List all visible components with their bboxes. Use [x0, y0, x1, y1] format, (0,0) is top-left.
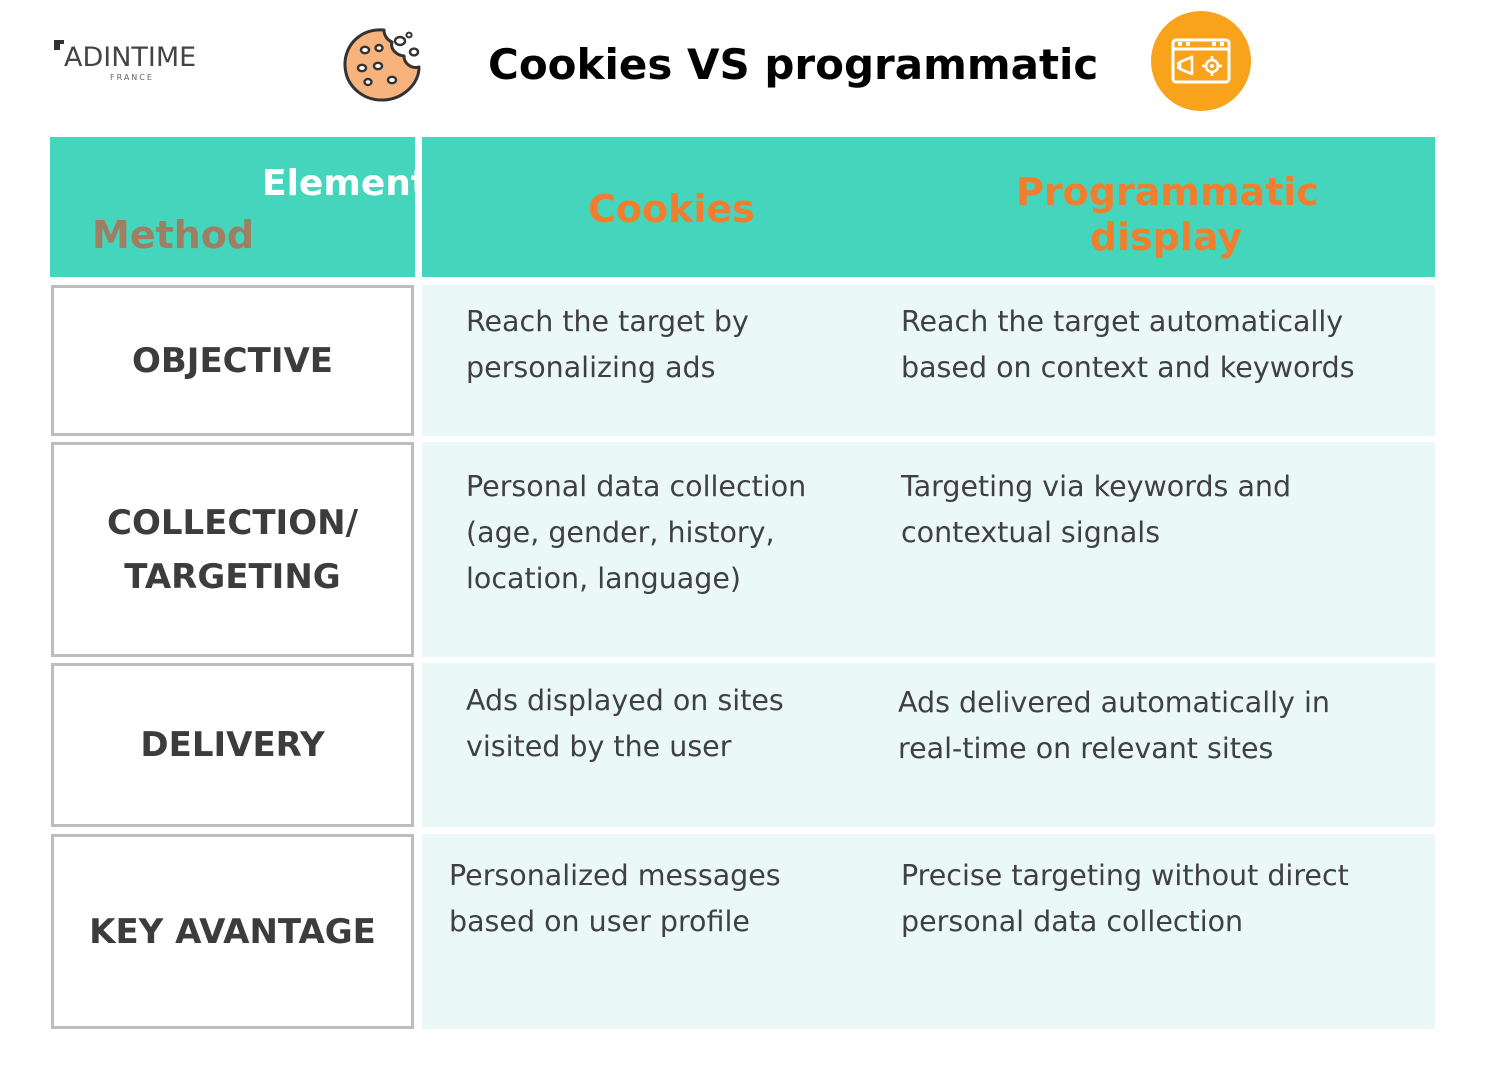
- programmatic-display-icon: [1151, 11, 1251, 111]
- row-label-key-avantage: KEY AVANTAGE: [51, 834, 414, 1029]
- row-label-text: KEY AVANTAGE: [89, 911, 376, 952]
- table-row: Reach the target by personalizing ads Re…: [422, 285, 1435, 436]
- logo-text: ADINTIME: [64, 42, 197, 73]
- programmatic-cell: Ads delivered automatically in real-time…: [898, 686, 1330, 765]
- header-element-label: Element: [262, 163, 429, 204]
- table-row: Personal data collection (age, gender, h…: [422, 442, 1435, 657]
- page-title: Cookies VS programmatic: [488, 40, 1099, 89]
- table-row: Ads displayed on sites visited by the us…: [422, 663, 1435, 827]
- programmatic-cell: Targeting via keywords and contextual si…: [901, 470, 1292, 549]
- cookie-icon: [343, 28, 421, 102]
- row-label-objective: OBJECTIVE: [51, 285, 414, 436]
- cookies-cell: Personal data collection (age, gender, h…: [466, 470, 807, 595]
- cookies-cell: Ads displayed on sites visited by the us…: [466, 684, 784, 763]
- logo-mark: [54, 40, 64, 50]
- row-label-delivery: DELIVERY: [51, 663, 414, 827]
- header-method-label: Method: [92, 213, 255, 257]
- cookies-cell: Reach the target by personalizing ads: [466, 305, 749, 384]
- programmatic-cell: Precise targeting without direct persona…: [901, 859, 1349, 938]
- logo-subtext: FRANCE: [110, 73, 154, 82]
- adintime-logo: ADINTIME FRANCE: [54, 40, 234, 90]
- row-label-text: COLLECTION/ TARGETING: [107, 502, 358, 597]
- column-header-programmatic: Programmatic display: [1016, 170, 1319, 259]
- row-label-text: DELIVERY: [140, 725, 325, 765]
- table-row: Personalized messages based on user prof…: [422, 834, 1435, 1029]
- programmatic-cell: Reach the target automatically based on …: [901, 305, 1355, 384]
- table-header-columns: Cookies Programmatic display: [422, 137, 1435, 277]
- table-header-corner: Element Method: [50, 137, 428, 277]
- column-header-cookies: Cookies: [588, 187, 755, 231]
- row-label-collection-targeting: COLLECTION/ TARGETING: [51, 442, 414, 657]
- cookies-cell: Personalized messages based on user prof…: [449, 859, 781, 938]
- row-label-text: OBJECTIVE: [131, 340, 334, 381]
